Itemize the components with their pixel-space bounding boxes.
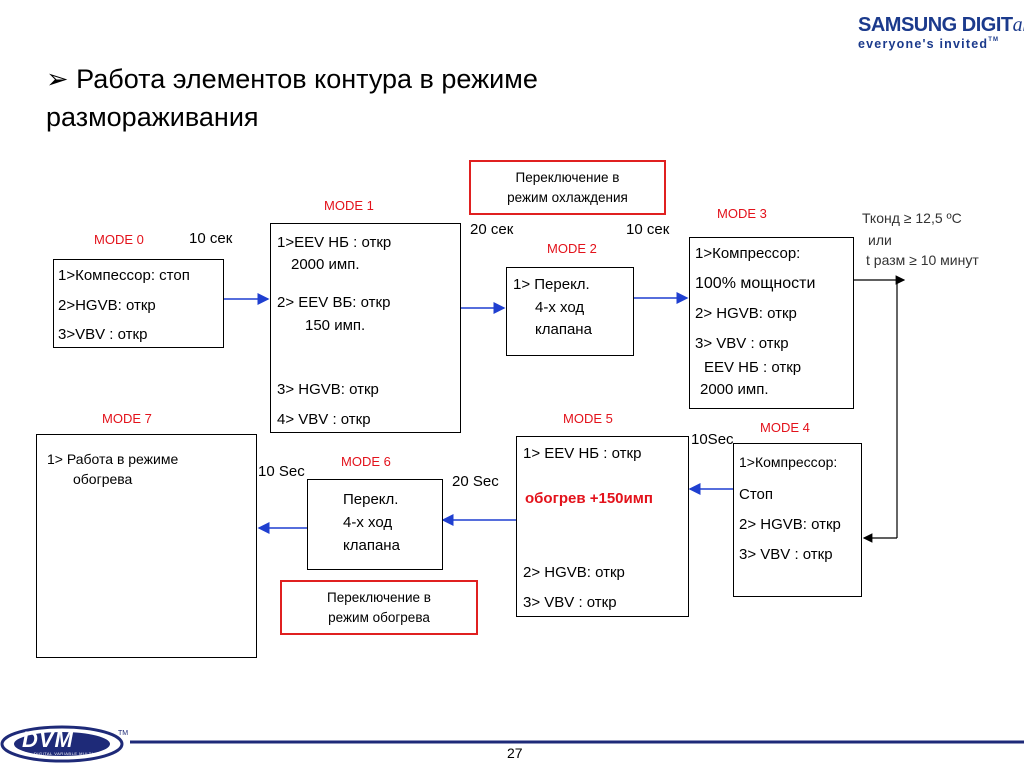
mode4-compressor: 1>Компрессор: — [739, 454, 838, 470]
callout-heating-line1: Переключение в — [327, 590, 431, 605]
mode1-eev-vb: 2> EEV ВБ: откр — [277, 294, 391, 311]
mode4-vbv: 3> VBV : откр — [739, 546, 833, 563]
mode0-vbv: 3>VBV : откр — [58, 326, 148, 343]
condition-time: t разм ≥ 10 минут — [866, 252, 979, 268]
mode4-stop: Стоп — [739, 486, 773, 503]
mode6-switch: Перекл. — [343, 491, 399, 508]
samsung-tm: TM — [988, 37, 1000, 43]
mode1-hgvb: 3> HGVB: откр — [277, 381, 379, 398]
mode5-eev-nb: 1> EEV НБ : откр — [523, 445, 642, 462]
dvm-logo-tm: TM — [118, 730, 129, 737]
callout-cooling-switch: Переключение в режим охлаждения — [469, 160, 666, 215]
mode5-hgvb: 2> HGVB: откр — [523, 564, 625, 581]
mode2-switch: 1> Перекл. — [513, 276, 590, 293]
mode-6-box: Перекл. 4-х ход клапана — [307, 479, 443, 570]
mode-7-label: MODE 7 — [102, 411, 152, 426]
mode-5-label: MODE 5 — [563, 411, 613, 426]
title-line-1: Работа элементов контура в режиме — [76, 64, 538, 94]
mode1-vbv: 4> VBV : откр — [277, 411, 371, 428]
condition-temperature: Тконд ≥ 12,5 ºС — [862, 210, 962, 226]
mode-7-box: 1> Работа в режиме обогрева — [36, 434, 257, 658]
page-title: ➢ Работа элементов контура в режиме разм… — [46, 60, 538, 136]
mode7-heating: обогрева — [73, 471, 133, 487]
timing-mode2: 10 сек — [626, 221, 670, 238]
mode-3-label: MODE 3 — [717, 206, 767, 221]
mode5-vbv: 3> VBV : откр — [523, 594, 617, 611]
mode-5-box: 1> EEV НБ : откр обогрев +150имп 2> HGVB… — [516, 436, 689, 617]
samsung-tagline: everyone's invited — [858, 37, 989, 51]
mode3-hgvb: 2> HGVB: откр — [695, 305, 797, 322]
mode-0-label: MODE 0 — [94, 232, 144, 247]
mode5-heating-pulses: обогрев +150имп — [525, 490, 653, 507]
dvm-logo-icon — [0, 725, 124, 763]
mode-4-label: MODE 4 — [760, 420, 810, 435]
dvm-logo-subtitle: DIGITAL VARIABLE MULTI — [34, 751, 94, 756]
mode-1-label: MODE 1 — [324, 198, 374, 213]
callout-cooling-line2: режим охлаждения — [507, 190, 628, 205]
mode-1-box: 1>EEV НБ : откр 2000 имп. 2> EEV ВБ: отк… — [270, 223, 461, 433]
mode6-valve: клапана — [343, 537, 400, 554]
title-bullet-icon: ➢ — [46, 64, 69, 94]
timing-mode1: 20 сек — [470, 221, 514, 238]
mode3-compressor: 1>Компрессор: — [695, 245, 801, 262]
samsung-logo: SAMSUNG DIGITall everyone's invitedTM — [858, 14, 1024, 54]
mode-0-box: 1>Компессор: стоп 2>HGVB: откр 3>VBV : о… — [53, 259, 224, 348]
samsung-all: all — [1012, 14, 1024, 36]
mode-6-label: MODE 6 — [341, 454, 391, 469]
mode3-eev-nb: EEV НБ : откр — [704, 359, 802, 376]
mode6-4way: 4-х ход — [343, 514, 393, 531]
mode4-hgvb: 2> HGVB: откр — [739, 516, 841, 533]
callout-heating-switch: Переключение в режим обогрева — [280, 580, 478, 635]
timing-mode4: 10Sec — [691, 431, 734, 448]
dvm-logo: DVM TM DIGITAL VARIABLE MULTI — [0, 716, 132, 768]
callout-cooling-line1: Переключение в — [515, 170, 620, 185]
callout-heating-line2: режим обогрева — [328, 610, 430, 625]
mode1-eev-vb-pulses: 150 имп. — [305, 317, 366, 334]
mode3-eev-nb-pulses: 2000 имп. — [700, 381, 769, 398]
mode3-vbv: 3> VBV : откр — [695, 335, 789, 352]
page-number: 27 — [507, 745, 523, 761]
mode1-eev-nb-pulses: 2000 имп. — [291, 256, 360, 273]
mode0-hgvb: 2>HGVB: откр — [58, 297, 156, 314]
mode2-valve: клапана — [535, 321, 592, 338]
mode2-4way: 4-х ход — [535, 299, 585, 316]
mode-2-label: MODE 2 — [547, 241, 597, 256]
timing-mode5: 20 Sec — [452, 473, 499, 490]
condition-or: или — [868, 232, 892, 248]
samsung-word: SAMSUNG DIGIT — [858, 14, 1013, 36]
timing-mode0: 10 сек — [189, 230, 233, 247]
timing-mode6: 10 Sec — [258, 463, 305, 480]
title-line-2: размораживания — [46, 102, 259, 132]
mode0-compressor: 1>Компессор: стоп — [58, 267, 190, 284]
dvm-logo-text: DVM — [22, 727, 74, 752]
mode7-heating-mode: 1> Работа в режиме — [47, 451, 179, 467]
mode-4-box: 1>Компрессор: Стоп 2> HGVB: откр 3> VBV … — [733, 443, 862, 597]
mode-2-box: 1> Перекл. 4-х ход клапана — [506, 267, 634, 356]
mode1-eev-nb: 1>EEV НБ : откр — [277, 234, 392, 251]
mode-3-box: 1>Компрессор: 100% мощности 2> HGVB: отк… — [689, 237, 854, 409]
mode3-capacity: 100% мощности — [695, 275, 816, 292]
